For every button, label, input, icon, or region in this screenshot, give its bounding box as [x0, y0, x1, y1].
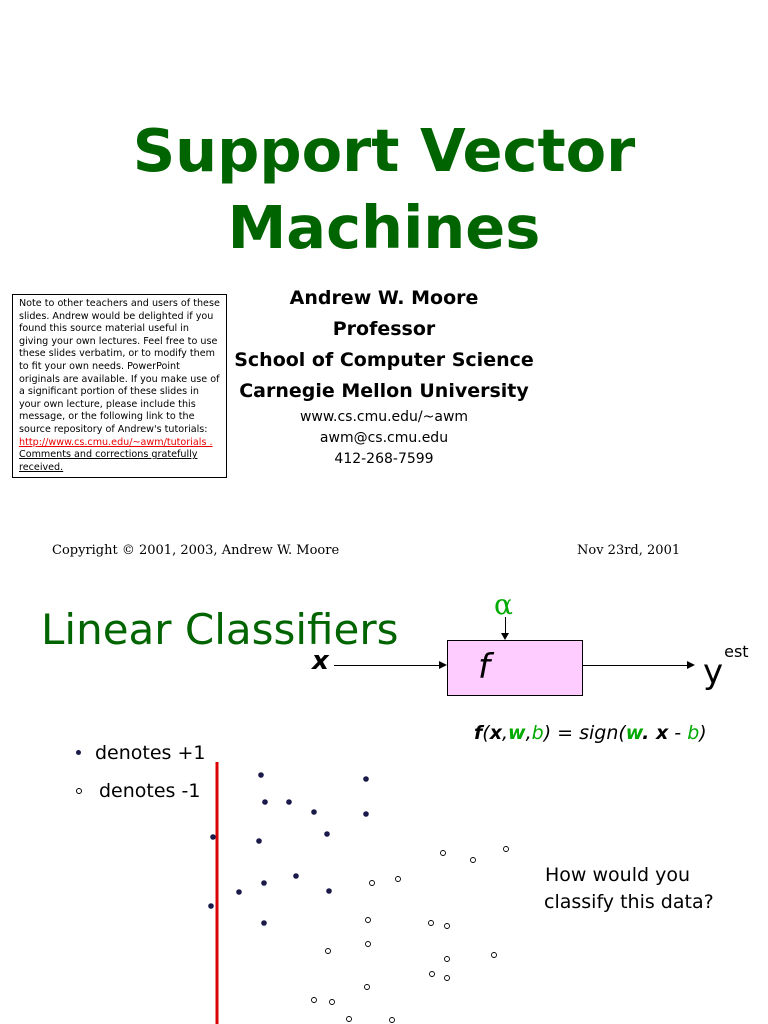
author-school: School of Computer Science: [234, 349, 534, 371]
formula-b: b: [531, 722, 544, 744]
formula-x: x: [489, 722, 502, 744]
input-arrow-line: [334, 665, 440, 666]
question-line-2: classify this data?: [544, 891, 714, 913]
y-label: y: [703, 652, 724, 692]
formula-b2: b: [687, 722, 700, 744]
classifier-box: f: [447, 640, 583, 696]
linear-classifiers-title: Linear Classifiers: [41, 605, 399, 654]
author-block: Andrew W. Moore Professor School of Comp…: [224, 283, 544, 470]
title-line-2: Machines: [227, 193, 541, 262]
formula-dot: .: [642, 722, 656, 744]
f-label: f: [478, 647, 490, 687]
author-phone: 412-268-7599: [334, 451, 434, 467]
legend-negative-marker: [76, 788, 82, 794]
negative-point: [395, 876, 401, 882]
negative-point: [325, 948, 331, 954]
formula-minus: -: [668, 722, 688, 744]
positive-point: [293, 873, 299, 879]
negative-point: [444, 975, 450, 981]
negative-points: [311, 846, 509, 1023]
copyright: Copyright © 2001, 2003, Andrew W. Moore: [52, 543, 340, 558]
negative-point: [444, 923, 450, 929]
legend-positive-marker: [76, 750, 81, 755]
input-arrow-head: [439, 661, 447, 669]
question-text: How would you classify this data?: [544, 862, 714, 916]
slide-title: Support Vector Machines: [0, 112, 768, 266]
positive-point: [208, 903, 214, 909]
author-web[interactable]: www.cs.cmu.edu/~awm: [299, 409, 469, 425]
negative-point: [428, 920, 434, 926]
negative-point: [503, 846, 509, 852]
negative-point: [346, 1016, 352, 1022]
negative-point: [429, 971, 435, 977]
tutorials-link[interactable]: http://www.cs.cmu.edu/~awm/tutorials: [19, 436, 207, 448]
formula-w: w: [508, 722, 526, 744]
positive-point: [286, 799, 292, 805]
author-name: Andrew W. Moore: [289, 287, 479, 309]
negative-point: [365, 941, 371, 947]
formula-eq: ) = sign(: [543, 722, 626, 744]
legend-negative: denotes -1: [99, 780, 201, 802]
y-sup: est: [724, 641, 749, 661]
classifier-formula: f(x,w,b) = sign(w. x - b): [474, 722, 707, 744]
negative-point: [364, 984, 370, 990]
author-email[interactable]: awm@cs.cmu.edu: [319, 430, 449, 446]
positive-point: [210, 834, 216, 840]
formula-x2: x: [655, 722, 669, 744]
formula-open: (: [482, 722, 490, 744]
alpha-arrow-line: [505, 617, 506, 635]
formula-w2: w: [625, 722, 643, 744]
negative-point: [470, 857, 476, 863]
formula-f: f: [474, 722, 483, 744]
positive-point: [311, 809, 317, 815]
positive-point: [326, 888, 332, 894]
positive-point: [256, 838, 262, 844]
author-university: Carnegie Mellon University: [239, 380, 529, 402]
author-title: Professor: [332, 318, 436, 340]
link-suffix: .: [206, 436, 213, 448]
positive-point: [363, 811, 369, 817]
legend-positive: denotes +1: [95, 742, 206, 764]
formula-close: ): [699, 722, 707, 744]
negative-point: [491, 952, 497, 958]
formula-comma-1: ,: [501, 722, 509, 744]
negative-point: [329, 999, 335, 1005]
negative-point: [440, 850, 446, 856]
formula-comma-2: ,: [525, 722, 532, 744]
positive-point: [363, 776, 369, 782]
title-line-1: Support Vector: [132, 116, 636, 185]
negative-point: [311, 997, 317, 1003]
date: Nov 23rd, 2001: [577, 543, 681, 558]
positive-points: [208, 772, 369, 926]
question-line-1: How would you: [545, 864, 690, 886]
positive-point: [262, 799, 268, 805]
alpha-arrow-head: [501, 633, 509, 640]
negative-point: [389, 1017, 395, 1023]
teacher-note-box: Note to other teachers and users of thes…: [12, 294, 227, 478]
note-text: Note to other teachers and users of thes…: [19, 298, 220, 435]
positive-point: [236, 889, 242, 895]
input-x: x: [312, 646, 329, 676]
negative-point: [365, 917, 371, 923]
negative-point: [444, 956, 450, 962]
output-y-est: yest: [703, 642, 749, 692]
positive-point: [261, 880, 267, 886]
positive-point: [258, 772, 264, 778]
negative-point: [369, 880, 375, 886]
output-arrow-line: [582, 665, 688, 666]
output-arrow-head: [687, 661, 695, 669]
positive-point: [261, 920, 267, 926]
positive-point: [324, 831, 330, 837]
alpha-symbol: α: [494, 588, 513, 621]
note-comments: Comments and corrections gratefully rece…: [19, 449, 198, 473]
